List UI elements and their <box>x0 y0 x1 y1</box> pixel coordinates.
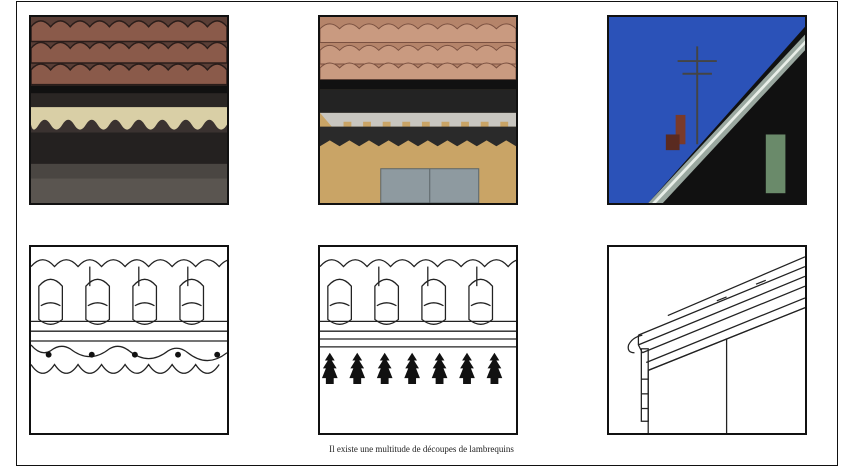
photo-scalloped-lambrequin <box>29 15 229 205</box>
photo-notched-lambrequin <box>318 15 518 205</box>
drawing-gutter-roof-edge <box>607 245 807 435</box>
drawing-arrow-cutout-lambrequin <box>318 245 518 435</box>
figure-caption: Il existe une multitude de découpes de l… <box>329 444 514 454</box>
drawing-scalloped-lambrequin <box>29 245 229 435</box>
photo-roof-edge-sky <box>607 15 807 205</box>
